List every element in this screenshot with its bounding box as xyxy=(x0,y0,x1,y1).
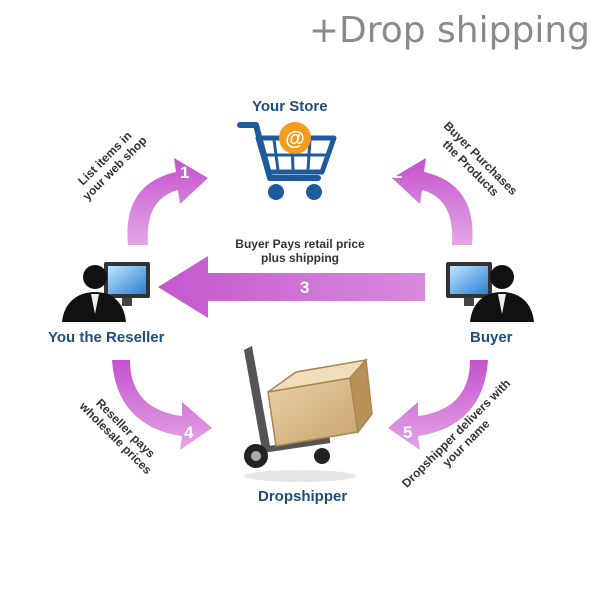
step-3-line-2: plus shipping xyxy=(261,250,339,265)
shopping-cart-icon: @ xyxy=(237,122,337,200)
arrow-step-3 xyxy=(158,256,425,318)
buyer-person-icon xyxy=(446,262,534,322)
label-buyer: Buyer xyxy=(470,329,513,346)
arrow-step-4 xyxy=(112,360,212,450)
arrow-step-5 xyxy=(388,360,488,450)
diagram-title: +Drop shipping xyxy=(308,10,590,51)
arrow-step-1 xyxy=(127,158,208,245)
step-number-1: 1 xyxy=(180,163,190,182)
step-number-4: 4 xyxy=(184,423,194,442)
step-number-3: 3 xyxy=(300,278,310,297)
svg-text:@: @ xyxy=(285,128,305,150)
step-number-2: 2 xyxy=(393,163,403,182)
step-3-text: Buyer Pays retail price plus shipping xyxy=(220,237,380,266)
hand-truck-icon xyxy=(244,346,373,482)
arrow-step-2 xyxy=(392,158,473,245)
label-dropshipper: Dropshipper xyxy=(258,488,348,505)
label-your-store: Your Store xyxy=(252,98,328,115)
reseller-person-icon xyxy=(62,262,150,322)
step-number-5: 5 xyxy=(403,423,413,442)
step-3-line-1: Buyer Pays retail price xyxy=(235,237,365,251)
label-reseller: You the Reseller xyxy=(48,329,165,346)
